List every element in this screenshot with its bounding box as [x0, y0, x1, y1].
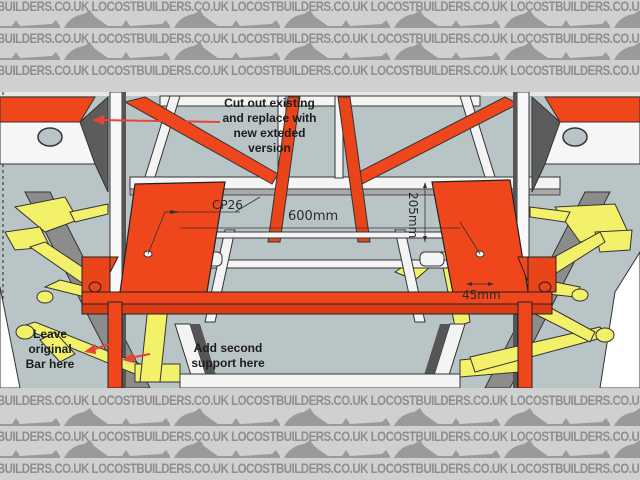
cut-out-annotation: Cut out existing and replace with new ex…: [222, 96, 317, 156]
watermark-car-icon: [612, 40, 640, 67]
leave-bar-annotation: Leave original Bar here: [22, 327, 78, 372]
watermark-car-icon: [612, 8, 640, 35]
watermark-car-icon: [172, 438, 282, 465]
watermark-car-icon: [0, 406, 62, 433]
watermark-text-row: LOCOSTBUILDERS.CO.UK LOCOSTBUILDERS.CO.U…: [0, 62, 640, 78]
watermark-car-icon: [392, 8, 502, 35]
watermark-band-top: LOCOSTBUILDERS.CO.UK LOCOSTBUILDERS.CO.U…: [0, 0, 640, 92]
watermark-car-icon: [62, 8, 172, 35]
annotation-line: Cut out existing: [224, 96, 315, 110]
watermark-car-icon: [282, 40, 392, 67]
watermark-car-icon: [172, 8, 282, 35]
watermark-text-row: LOCOSTBUILDERS.CO.UK LOCOSTBUILDERS.CO.U…: [0, 30, 640, 46]
watermark-text-row: LOCOSTBUILDERS.CO.UK LOCOSTBUILDERS.CO.U…: [0, 460, 640, 476]
watermark-text-row: LOCOSTBUILDERS.CO.UK LOCOSTBUILDERS.CO.U…: [0, 0, 640, 14]
watermark-car-icon: [502, 40, 612, 67]
watermark-car-icon: [392, 438, 502, 465]
add-support-annotation: Add second support here: [189, 341, 267, 371]
watermark-car-icon: [62, 438, 172, 465]
watermark-car-icon: [392, 40, 502, 67]
watermark-car-icon: [0, 8, 62, 35]
watermark-car-icon: [282, 8, 392, 35]
part-label-cp26: CP26: [212, 198, 243, 212]
width-dimension-label: 600mm: [288, 209, 339, 224]
watermark-car-icon: [0, 40, 62, 67]
annotation-line: Bar here: [25, 357, 75, 371]
watermark-car-icon: [502, 8, 612, 35]
watermark-car-icon: [172, 406, 282, 433]
watermark-car-icon: [502, 438, 612, 465]
watermark-car-icon: [62, 406, 172, 433]
watermark-band-bottom: LOCOSTBUILDERS.CO.UK LOCOSTBUILDERS.CO.U…: [0, 388, 640, 480]
chassis-diagram: Cut out existing and replace with new ex…: [0, 92, 640, 388]
watermark-car-icon: [172, 40, 282, 67]
watermark-car-icon: [612, 438, 640, 465]
watermark-car-icon: [502, 406, 612, 433]
watermark-car-icon: [62, 40, 172, 67]
annotation-line: and replace with: [222, 111, 317, 125]
annotation-line: version: [248, 141, 291, 155]
watermark-car-icon: [282, 438, 392, 465]
annotation-line: original: [28, 342, 72, 356]
watermark-car-icon: [612, 406, 640, 433]
annotation-line: support here: [191, 356, 265, 370]
annotation-line: Leave: [32, 327, 68, 341]
annotation-line: new exteded: [233, 126, 306, 140]
watermark-car-icon: [0, 438, 62, 465]
height-dimension-label: 205mm: [406, 192, 420, 239]
annotation-line: Add second: [193, 341, 263, 355]
chassis-render: [0, 92, 640, 388]
watermark-car-icon: [392, 406, 502, 433]
offset-dimension-label: 45mm: [462, 288, 501, 302]
watermark-text-row: LOCOSTBUILDERS.CO.UK LOCOSTBUILDERS.CO.U…: [0, 428, 640, 444]
watermark-car-icon: [282, 406, 392, 433]
watermark-text-row: LOCOSTBUILDERS.CO.UK LOCOSTBUILDERS.CO.U…: [0, 392, 640, 408]
